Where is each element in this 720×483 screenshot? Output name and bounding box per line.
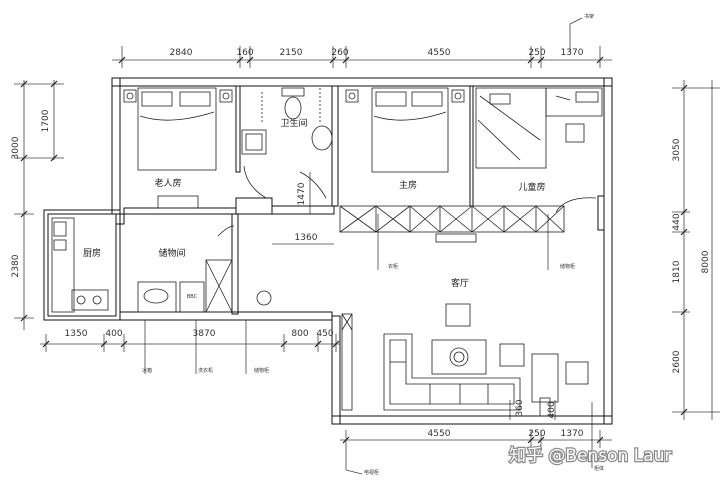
dim-hall-width: 1360 [295,233,318,243]
dim-balcony-b: 400 [547,401,557,418]
room-label-elder: 老人房 [154,177,181,189]
room-label-child: 儿童房 [518,181,545,193]
interior-dimensions: 1470 1360 360 400 [295,182,557,418]
note-child-cabinet: 储物柜 [560,263,575,270]
wardrobe-strip [339,205,565,243]
dim-kitchen-hall: 1470 [297,182,307,205]
dim-top-5: 4550 [428,48,451,58]
dim-br-2: 250 [528,429,545,439]
dim-bl-3: 3870 [193,329,216,339]
child-room-furniture [475,87,603,213]
dim-top-3: 2150 [280,48,303,58]
dim-left-2: 3000 [11,136,21,159]
right-dimensions: 3050 440 1810 2600 8000 [672,138,711,373]
kitchen-fixtures [51,217,109,313]
dim-top-2: 160 [236,48,253,58]
bottom-left-dimensions: 1350 400 3870 800 450 [65,329,334,339]
dim-br-1: 4550 [428,429,451,439]
note-cabinet-bottom: 柜体 [594,465,604,472]
room-label-living: 客厅 [451,277,469,289]
bookshelf-label: 书架 [584,13,594,20]
note-wardrobe: 衣柜 [388,263,398,270]
master-room-bed [345,87,465,173]
dim-bl-5: 450 [316,329,333,339]
dim-left-3: 2380 [11,254,21,277]
dim-right-3: 1810 [672,260,682,283]
dim-right-2: 440 [672,213,682,230]
dim-right-1: 3050 [672,138,682,161]
note-fridge: 冰箱 [142,367,152,374]
dimension-ticks [20,56,688,444]
dim-left-1: 1700 [41,109,51,132]
elder-room-bed [123,87,233,209]
room-label-bath: 卫生间 [280,117,307,129]
annotation-labels: 衣柜 储物柜 冰箱 洗衣机 储物柜 电视柜 柜体 [142,263,604,476]
storage-fixtures [137,225,272,313]
dim-right-total: 8000 [701,250,711,273]
dim-right-4: 2600 [672,350,682,373]
note-washer: 洗衣机 [198,367,213,374]
top-dimensions: 2840 160 2150 260 4550 250 1370 [170,48,584,58]
dim-bl-2: 400 [105,329,122,339]
room-label-kitchen: 厨房 [83,247,101,259]
watermark: 知乎 @Benson Laur [509,446,671,466]
dim-balcony-a: 360 [515,399,525,416]
bottom-right-dimensions: 4550 250 1370 [428,429,584,439]
dim-bl-4: 800 [291,329,308,339]
dim-top-4: 260 [331,48,348,58]
dim-top-6: 250 [528,48,545,58]
left-dimensions: 1700 3000 2380 [11,109,51,277]
dim-top-1: 2840 [170,48,193,58]
living-room-furniture [341,303,589,417]
fridge-label: BBC [187,294,198,300]
note-tv-cabinet: 电视柜 [364,469,379,476]
bathroom-fixtures [241,87,333,199]
dimension-lines [14,17,720,475]
room-label-master: 主房 [399,179,417,191]
dim-top-7: 1370 [561,48,584,58]
room-label-storage: 储物间 [158,247,185,259]
note-storage-cabinet: 储物柜 [254,367,269,374]
dim-br-3: 1370 [561,429,584,439]
dim-bl-1: 1350 [65,329,88,339]
